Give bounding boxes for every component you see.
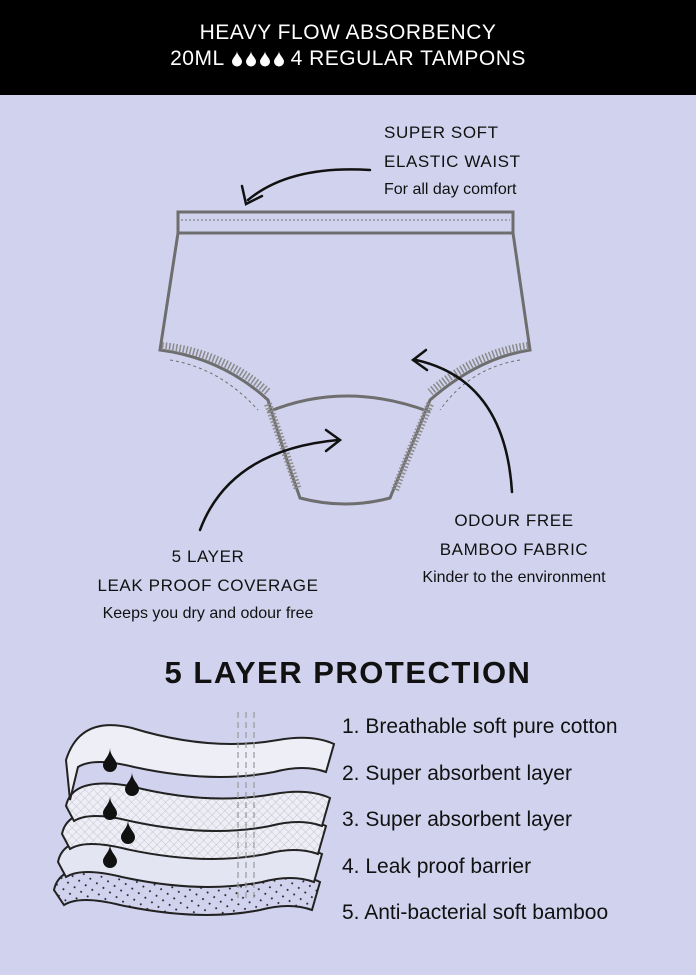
coverage-subtitle: Keeps you dry and odour free bbox=[102, 605, 314, 622]
droplet-icons-layers bbox=[103, 748, 139, 868]
droplet-icon bbox=[231, 51, 242, 67]
fabric-arrow bbox=[414, 358, 514, 494]
droplet-icon bbox=[273, 51, 284, 67]
callout-arrows bbox=[198, 168, 514, 532]
droplet-icon bbox=[103, 796, 117, 820]
fabric-title-2: BAMBOO FABRIC bbox=[439, 540, 589, 559]
droplet-icon bbox=[121, 820, 135, 844]
droplet-icon bbox=[103, 748, 117, 772]
waist-title-1: SUPER SOFT bbox=[384, 123, 499, 142]
droplet-icon bbox=[125, 772, 139, 796]
coverage-arrowhead bbox=[324, 428, 343, 453]
list-item: 4. Leak proof barrier bbox=[342, 854, 532, 878]
waist-arrow bbox=[246, 168, 372, 202]
list-item: 2. Super absorbent layer bbox=[342, 761, 572, 785]
droplet-icon bbox=[103, 844, 117, 868]
waist-title-2: ELASTIC WAIST bbox=[384, 152, 521, 171]
droplet-icon bbox=[259, 51, 270, 67]
fabric-title-1: ODOUR FREE bbox=[454, 511, 574, 530]
list-item: 1. Breathable soft pure cotton bbox=[342, 715, 618, 738]
coverage-title-2: LEAK PROOF COVERAGE bbox=[97, 576, 319, 595]
absorbency-detail: 20ML 4 REGULAR TAMPONS bbox=[0, 47, 696, 71]
droplet-icon bbox=[245, 51, 256, 67]
coverage-callout: 5 LAYER LEAK PROOF COVERAGE Keeps you dr… bbox=[68, 542, 348, 627]
protection-heading: 5 LAYER PROTECTION bbox=[164, 655, 532, 690]
layers-diagram bbox=[52, 712, 336, 916]
header-banner: HEAVY FLOW ABSORBENCY 20ML 4 REGULAR TAM… bbox=[0, 0, 696, 95]
coverage-arrow bbox=[198, 438, 340, 532]
coverage-title-1: 5 LAYER bbox=[171, 547, 245, 566]
list-item: 5. Anti-bacterial soft bamboo bbox=[342, 901, 609, 924]
waist-callout: SUPER SOFT ELASTIC WAIST For all day com… bbox=[384, 118, 521, 203]
droplet-rating bbox=[231, 51, 285, 67]
layer-list: 1. Breathable soft pure cotton 2. Super … bbox=[342, 712, 618, 945]
brief-drawing bbox=[158, 210, 532, 506]
fabric-callout: ODOUR FREE BAMBOO FABRIC Kinder to the e… bbox=[394, 506, 634, 591]
volume-label: 20ML bbox=[170, 47, 225, 70]
absorbency-title: HEAVY FLOW ABSORBENCY bbox=[199, 21, 497, 44]
list-item: 3. Super absorbent layer bbox=[342, 808, 572, 831]
waist-arrowhead bbox=[240, 184, 264, 206]
tampon-equivalent: 4 REGULAR TAMPONS bbox=[290, 47, 526, 70]
fabric-subtitle: Kinder to the environment bbox=[422, 569, 606, 586]
waist-subtitle: For all day comfort bbox=[384, 181, 517, 198]
fabric-arrowhead bbox=[410, 348, 429, 372]
